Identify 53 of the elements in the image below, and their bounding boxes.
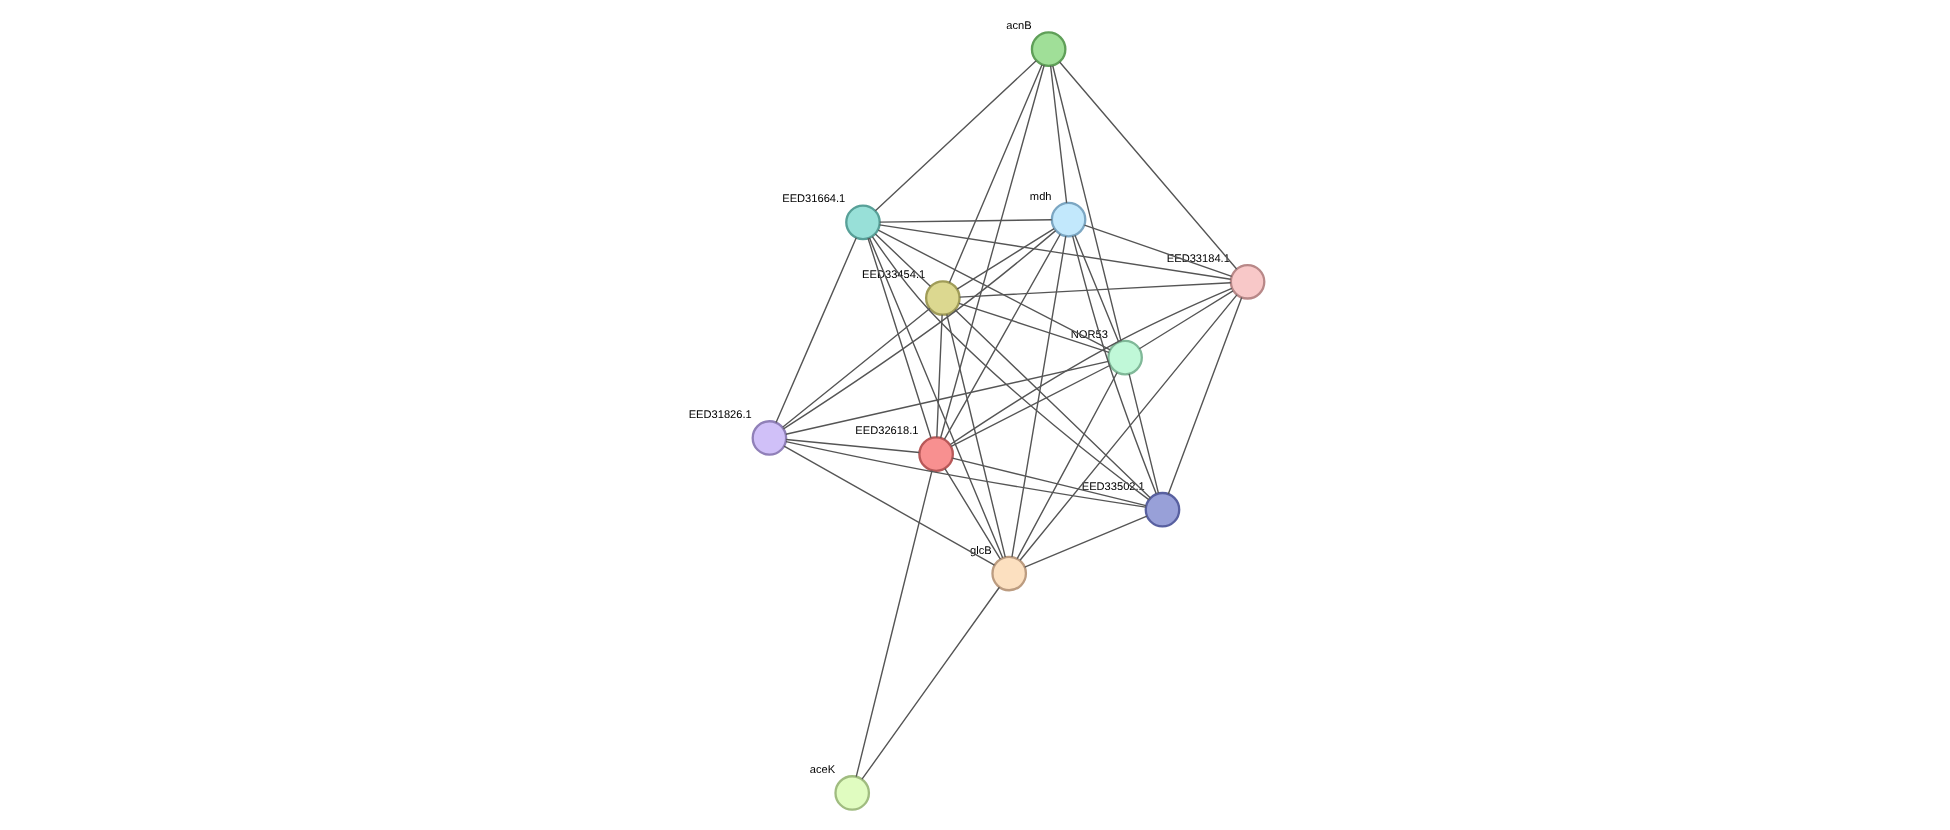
connector — [942, 233, 1060, 441]
connector — [1015, 371, 1117, 560]
connector — [1166, 296, 1242, 495]
connector — [1023, 515, 1147, 568]
node-circle — [1049, 201, 1086, 238]
connector — [1057, 61, 1237, 270]
connector — [1048, 65, 1067, 204]
connector — [866, 237, 931, 439]
connector — [867, 237, 1003, 559]
connector — [877, 224, 1231, 280]
node-circle — [1228, 263, 1265, 300]
connector — [860, 586, 1000, 780]
connector — [1137, 290, 1233, 350]
node-circle — [1029, 31, 1066, 67]
connector — [784, 360, 1109, 435]
node-circle — [750, 420, 787, 456]
connector — [947, 64, 1042, 284]
node-circle — [990, 555, 1027, 592]
node-circle — [917, 436, 953, 472]
connector — [780, 307, 930, 428]
connector — [957, 302, 1109, 354]
connector — [945, 313, 1005, 558]
connector — [873, 60, 1036, 212]
connector — [782, 445, 995, 566]
connector — [784, 440, 1146, 508]
connector — [950, 457, 1146, 507]
node-circle — [1143, 491, 1180, 528]
connector — [878, 219, 1052, 223]
connector — [1018, 294, 1237, 561]
connector — [870, 235, 1149, 501]
connector — [854, 470, 932, 778]
connector — [1073, 234, 1119, 343]
connector — [1127, 373, 1159, 494]
connector — [1010, 235, 1066, 558]
connector — [957, 282, 1231, 298]
connector — [876, 229, 1110, 351]
connector — [774, 237, 856, 424]
node-circle — [923, 280, 960, 316]
connector — [781, 229, 1056, 430]
connector — [949, 364, 1110, 448]
connector — [955, 227, 1054, 290]
connector — [938, 64, 1044, 439]
connector — [948, 287, 1232, 446]
node-circle — [1106, 339, 1142, 376]
node-circle — [833, 775, 870, 811]
connector — [943, 467, 1001, 560]
connector — [1051, 65, 1121, 342]
node-circle — [844, 204, 880, 241]
connector — [1082, 224, 1232, 277]
connector — [1070, 235, 1156, 495]
connector — [953, 309, 1151, 499]
connector — [784, 438, 919, 454]
connector — [935, 314, 942, 438]
